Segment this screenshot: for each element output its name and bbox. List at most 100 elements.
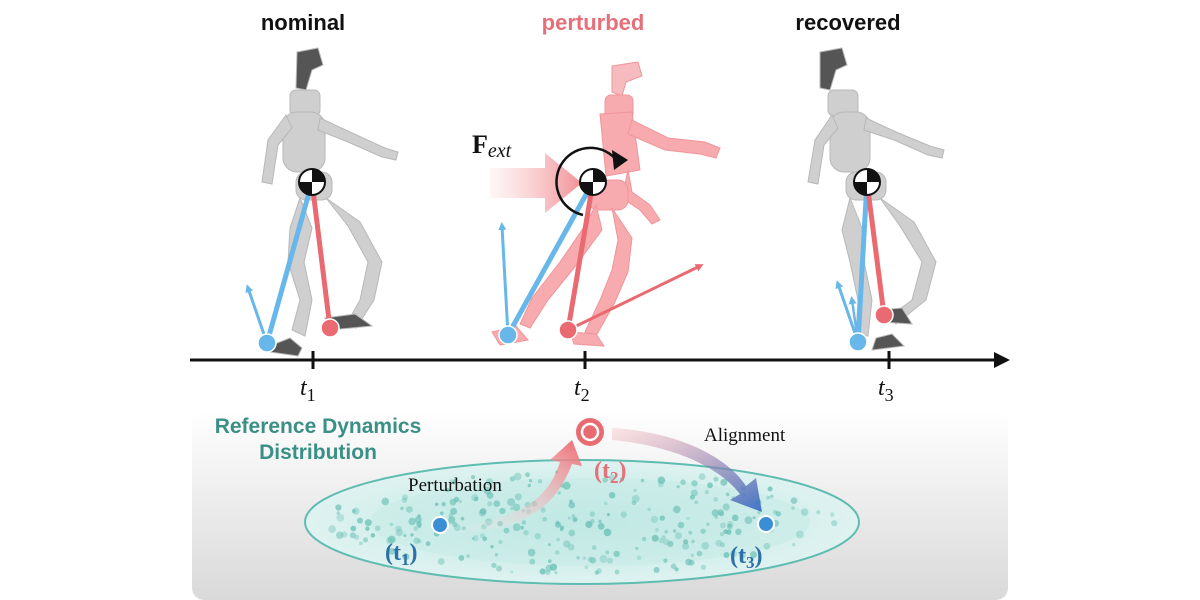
sample-dot bbox=[631, 494, 640, 503]
sample-dot bbox=[448, 516, 456, 524]
sample-dot bbox=[585, 520, 593, 529]
sample-dot bbox=[545, 564, 553, 572]
sample-dot bbox=[389, 522, 394, 527]
sample-dot bbox=[676, 485, 680, 489]
sample-dot bbox=[670, 563, 677, 570]
com-marker bbox=[298, 168, 326, 196]
sample-dot bbox=[613, 550, 620, 557]
sample-dot bbox=[413, 526, 419, 531]
sample-dot bbox=[707, 482, 713, 489]
sample-dot bbox=[370, 533, 376, 538]
sample-dot bbox=[680, 479, 686, 486]
sample-dot bbox=[471, 475, 475, 480]
sample-dot bbox=[434, 502, 439, 506]
time-label-t1: t1 bbox=[300, 375, 316, 405]
sample-dot bbox=[750, 551, 757, 559]
sample-dot bbox=[690, 489, 698, 497]
sample-dot bbox=[720, 542, 725, 548]
time-axis-arrowhead bbox=[994, 352, 1010, 368]
grf-arrow bbox=[498, 222, 510, 336]
sample-dot bbox=[486, 492, 494, 499]
sample-dot bbox=[386, 537, 393, 545]
sample-dot bbox=[450, 507, 458, 515]
sample-dot bbox=[677, 521, 685, 529]
sample-dot bbox=[650, 515, 659, 524]
sample-dot bbox=[719, 522, 726, 529]
sample-dot bbox=[548, 559, 552, 563]
stance-leg-line bbox=[505, 180, 596, 337]
sample-dot bbox=[563, 540, 571, 548]
sample-dot bbox=[572, 516, 578, 523]
sample-dot bbox=[631, 500, 637, 506]
sample-dot bbox=[654, 527, 659, 532]
rotation-arrow bbox=[555, 146, 622, 217]
sample-dot bbox=[713, 476, 719, 482]
state-label-t2: (t2) bbox=[594, 458, 626, 487]
sample-dot bbox=[568, 529, 576, 537]
stance-leg-line bbox=[264, 181, 315, 344]
sample-dot bbox=[686, 516, 690, 521]
sample-dot bbox=[717, 509, 724, 516]
sample-dot bbox=[534, 533, 541, 540]
sample-dot bbox=[614, 569, 620, 575]
sample-dot bbox=[651, 534, 659, 542]
sample-dot bbox=[364, 519, 372, 527]
sample-dot bbox=[357, 517, 363, 524]
sample-dot bbox=[496, 565, 503, 572]
sample-dot bbox=[414, 516, 422, 524]
sample-dot bbox=[387, 535, 396, 544]
sample-dot bbox=[425, 541, 431, 547]
sample-dot bbox=[388, 548, 396, 555]
sample-dot bbox=[731, 514, 739, 522]
sample-dot bbox=[406, 506, 413, 513]
sample-dot bbox=[589, 511, 595, 517]
sample-dot bbox=[711, 509, 720, 517]
sample-dot bbox=[663, 558, 668, 563]
sample-dot bbox=[682, 542, 690, 550]
sample-dot bbox=[816, 510, 821, 515]
sample-dot bbox=[641, 536, 647, 542]
sample-dot bbox=[542, 517, 547, 522]
sample-dot bbox=[722, 503, 730, 511]
foot-point bbox=[848, 332, 868, 352]
sample-dot bbox=[604, 529, 608, 533]
sample-dot bbox=[513, 472, 522, 481]
sample-dot bbox=[590, 519, 595, 524]
distribution-title-line2: Distribution bbox=[259, 441, 377, 464]
sample-dot bbox=[796, 530, 804, 539]
foot-point bbox=[874, 305, 894, 325]
sample-dot bbox=[335, 504, 342, 511]
sample-dot bbox=[603, 528, 612, 537]
sample-dot bbox=[696, 550, 703, 557]
sample-dot bbox=[594, 570, 599, 575]
sample-dot bbox=[556, 537, 560, 542]
com-marker bbox=[853, 168, 881, 196]
sample-dot bbox=[499, 507, 506, 515]
sample-dot bbox=[400, 506, 404, 511]
sample-dot bbox=[510, 570, 514, 574]
alignment-arrow bbox=[612, 428, 762, 512]
sample-dot bbox=[567, 543, 575, 551]
sample-dot bbox=[359, 541, 363, 546]
sample-dot bbox=[723, 529, 728, 535]
force-label: Fext bbox=[472, 130, 512, 162]
sample-dot bbox=[597, 523, 605, 530]
sample-dot bbox=[445, 488, 450, 493]
robot-recovered bbox=[807, 47, 945, 351]
sample-dot bbox=[694, 500, 699, 505]
sample-dot bbox=[690, 553, 695, 558]
sample-dot bbox=[719, 532, 725, 537]
sample-dot bbox=[683, 539, 689, 545]
sample-dot bbox=[514, 493, 522, 501]
sample-dot bbox=[653, 567, 660, 573]
sample-dot bbox=[720, 478, 728, 486]
sample-dot bbox=[598, 519, 602, 524]
sample-dot bbox=[458, 555, 465, 561]
sample-dot bbox=[520, 525, 524, 530]
sample-dot bbox=[830, 512, 835, 517]
sample-dot bbox=[633, 488, 637, 493]
sample-dot bbox=[658, 538, 664, 544]
stage-title-nominal: nominal bbox=[261, 10, 345, 35]
sample-dot bbox=[413, 537, 420, 544]
time-label-t2: t2 bbox=[574, 375, 590, 405]
